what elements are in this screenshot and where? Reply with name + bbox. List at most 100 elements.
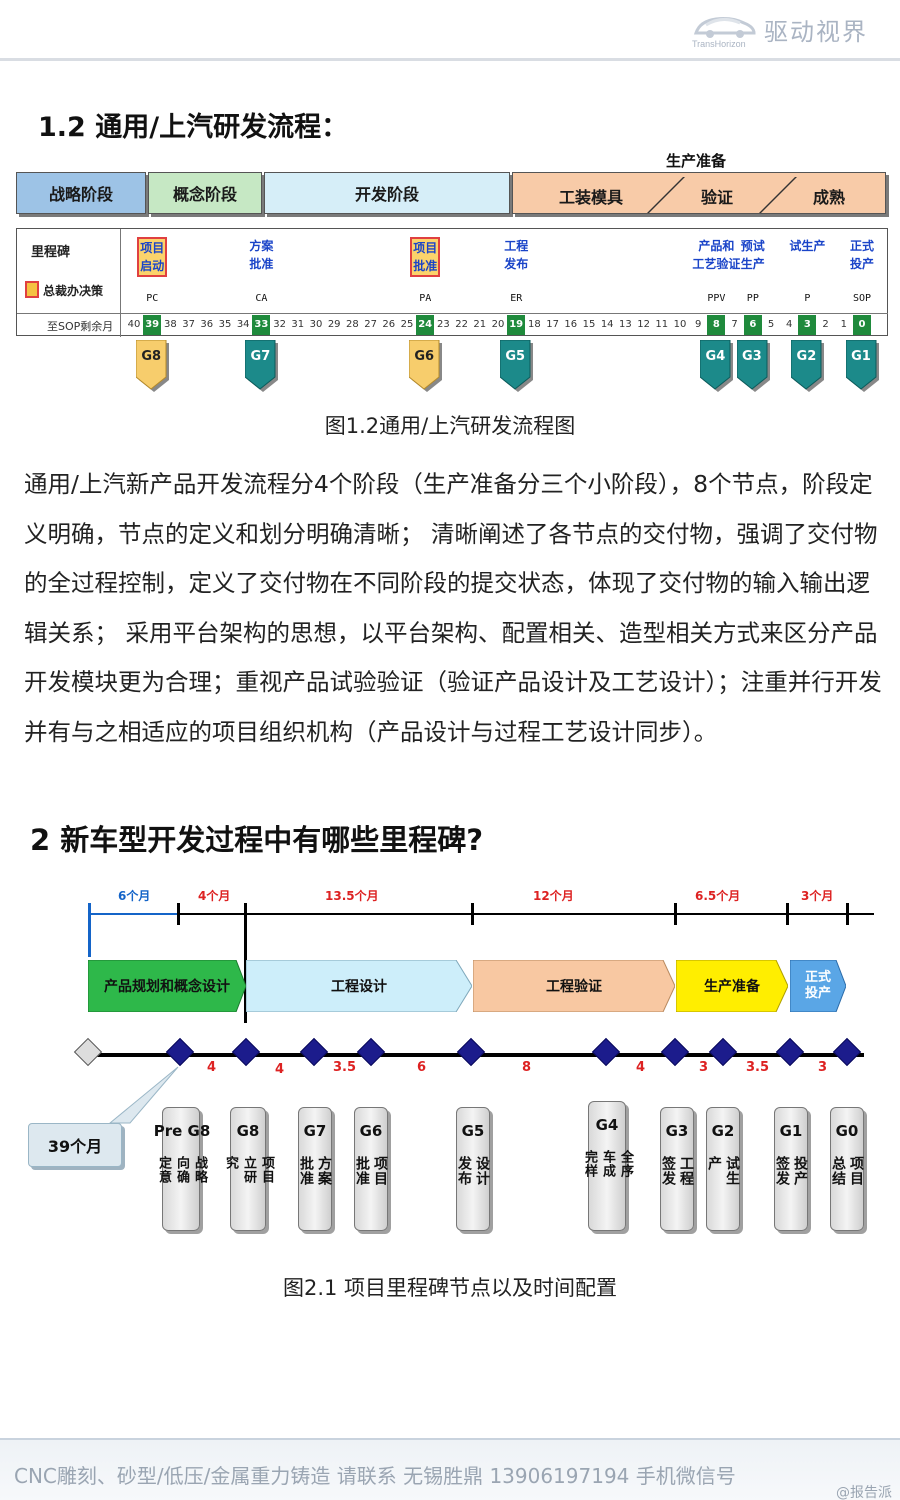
milestone-code: PP	[746, 293, 759, 304]
duration-label: 4个月	[198, 889, 231, 903]
gate-label: G2	[796, 349, 817, 364]
gate-label: G7	[250, 349, 271, 364]
month-cell: 14	[600, 319, 614, 330]
brand-en: TransHorizon	[692, 38, 746, 49]
phase-validation: 验证	[701, 188, 734, 207]
milestone-marker	[299, 1037, 329, 1067]
month-cell: 13	[619, 319, 632, 330]
phase-divider	[647, 177, 685, 213]
milestone-marker	[591, 1037, 621, 1067]
stage-engineering-validation: 工程验证	[472, 959, 676, 1013]
month-cell: 38	[164, 319, 177, 330]
month-cell: 37	[182, 319, 195, 330]
gate-label: G6	[414, 349, 435, 364]
month-cell: 4	[786, 319, 793, 330]
gate-box-desc: 投产	[792, 1156, 808, 1186]
gate-box-desc: 设计	[474, 1156, 490, 1186]
milestone-marker	[775, 1037, 805, 1067]
gate-box-desc: 产	[706, 1156, 722, 1171]
milestone-name: 预试 生产	[740, 239, 765, 271]
milestone-code: P	[804, 293, 811, 304]
milestone-marker	[231, 1037, 261, 1067]
milestone-code: PA	[419, 293, 432, 304]
gate-box-desc: 完样	[582, 1150, 597, 1178]
month-cell: 3	[798, 315, 817, 335]
brand-cn: 驱动视界	[764, 18, 868, 46]
gate-marker: G8	[136, 340, 170, 394]
month-cell: 35	[218, 319, 232, 330]
footer-text: CNC雕刻、砂型/低压/金属重力铸造 请联系 无锡胜鼎 13906197194 …	[14, 1464, 736, 1488]
stage-sop: 正式 投产	[789, 959, 847, 1013]
gap-label: 4	[275, 1062, 285, 1077]
month-cell: 7	[731, 319, 738, 330]
gate-box-label: G6	[359, 1122, 383, 1140]
gate-box-desc: 究	[223, 1156, 238, 1170]
month-cell: 31	[291, 319, 305, 330]
gate-box-desc: 试生	[724, 1156, 740, 1186]
header-divider	[0, 58, 900, 61]
month-cell: 6	[743, 315, 762, 335]
milestone-name: 正式 投产	[850, 239, 875, 271]
month-cell: 28	[346, 319, 359, 330]
watermark: @报告派	[836, 1485, 892, 1500]
phase-row: 战略阶段 概念阶段 开发阶段 工装模具 验证 成熟	[16, 172, 888, 214]
gate-box-label: Pre G8	[153, 1122, 211, 1140]
gate-box-desc: 战略	[192, 1156, 207, 1184]
month-cell: 5	[767, 319, 775, 330]
gap-label: 3	[818, 1060, 828, 1075]
month-cell: 32	[273, 319, 286, 330]
gate-box-desc: 工程	[678, 1156, 694, 1186]
gap-label: 3	[699, 1060, 709, 1075]
gate-box-desc: 总结	[830, 1156, 846, 1186]
month-cell: 15	[582, 319, 596, 330]
month-cell: 17	[546, 319, 559, 330]
section-1-title: 1.2 通用/上汽研发流程：	[38, 112, 349, 143]
duration-label: 13.5个月	[325, 889, 379, 903]
month-cell: 2	[822, 319, 829, 330]
gap-label: 3.5	[333, 1060, 357, 1075]
month-cell: 39	[143, 315, 162, 335]
gate-marker: G3	[736, 340, 770, 394]
gate-label: G3	[741, 349, 762, 364]
milestone-label: 里程碑	[31, 245, 71, 260]
total-duration-callout: 39个月	[28, 1123, 122, 1167]
month-cell: 11	[655, 319, 669, 330]
gate-marker: G4	[700, 340, 734, 394]
gate-box-desc: 项目	[848, 1156, 864, 1186]
gate-label: G1	[851, 349, 871, 364]
gate-marker: G5	[500, 340, 534, 394]
gate-box-label: G7	[303, 1122, 327, 1140]
gate-box-desc: 签发	[774, 1156, 790, 1186]
gate-box-desc: 项目	[259, 1156, 274, 1184]
milestone-marker	[660, 1037, 690, 1067]
month-cell: 23	[437, 319, 450, 330]
gate-box-desc: 立研	[241, 1156, 256, 1184]
gate-box-label: G1	[779, 1122, 803, 1140]
gate-box-desc: 发布	[456, 1156, 472, 1186]
phase-production-prep: 工装模具 验证 成熟	[512, 172, 886, 214]
car-logo-icon: TransHorizon	[692, 13, 758, 49]
phase-concept: 概念阶段	[148, 172, 262, 214]
gap-label: 8	[522, 1060, 532, 1075]
month-cell: 40	[127, 319, 141, 330]
stage-engineering-design: 工程设计	[245, 959, 473, 1013]
gap-label: 6	[417, 1060, 427, 1075]
gate-box-desc: 批准	[298, 1156, 314, 1186]
phase-divider	[759, 177, 797, 213]
milestone-name: 产品和 工艺验证	[692, 239, 741, 271]
timeline-start-marker	[73, 1037, 103, 1067]
section-2-title: 2 新车型开发过程中有哪些里程碑?	[30, 823, 484, 857]
duration-label: 6个月	[118, 889, 151, 903]
milestone-code: ER	[510, 293, 523, 304]
remaining-months-label: 至SOP剩余月	[47, 320, 114, 333]
milestone-code: PPV	[707, 293, 726, 304]
production-prep-label: 生产准备	[666, 152, 727, 170]
month-cell: 36	[200, 319, 214, 330]
